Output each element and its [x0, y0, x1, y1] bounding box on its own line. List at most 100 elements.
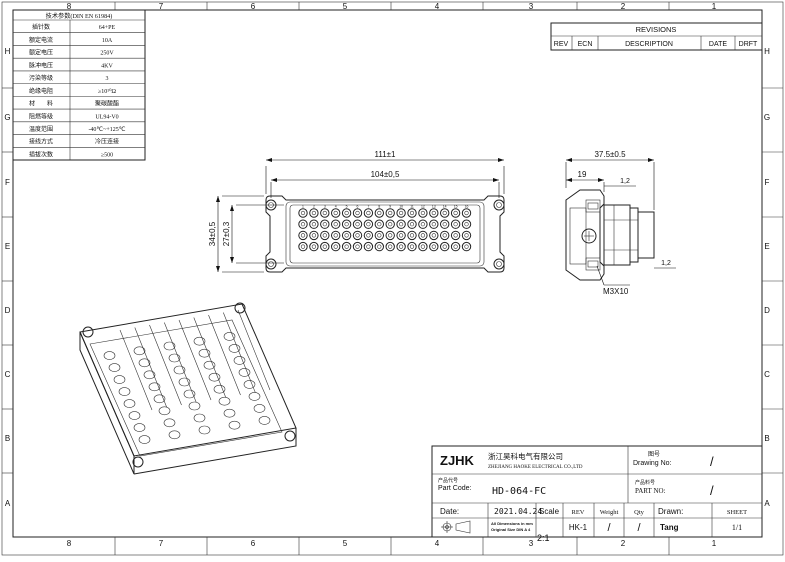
pin-contact: [407, 230, 417, 241]
pin-contact: [374, 241, 384, 252]
pin-contact: [450, 230, 461, 241]
spec-label: 绝缘电阻: [29, 87, 53, 95]
iso-pin: [173, 365, 186, 375]
pin-contact-core: [409, 210, 415, 216]
revisions-title: REVISIONS: [636, 25, 677, 34]
pin-contact: [440, 208, 450, 218]
pin-contact-core: [344, 222, 349, 227]
pin-contact: [309, 219, 319, 229]
pin-contact-core: [366, 210, 371, 216]
pin-contact-core: [442, 210, 447, 216]
pin-contact-core: [431, 222, 436, 227]
pin-contact-core: [322, 222, 327, 227]
pin-contact-core: [420, 244, 426, 249]
zone-label: 2: [621, 539, 626, 548]
iso-pin: [223, 408, 236, 418]
contact-body: [603, 204, 631, 266]
spec-value: ≥10¹⁰Ω: [98, 88, 116, 95]
pin-contact: [407, 208, 417, 218]
zone-label: 4: [435, 2, 440, 11]
iso-pin: [198, 425, 211, 435]
column-labels-top: 8 7 6 5 4 3 2 1: [67, 2, 717, 11]
iso-pin: [153, 394, 166, 404]
pin-contact: [429, 241, 439, 252]
pin-number: 8: [378, 205, 380, 209]
iso-pin: [253, 404, 266, 413]
pin-contact-core: [311, 244, 317, 249]
iso-pin: [183, 389, 196, 399]
pin-contact-core: [366, 244, 371, 249]
iso-rib: [149, 324, 182, 406]
iso-pin: [133, 346, 146, 356]
spec-value: -40℃~+125℃: [88, 127, 125, 133]
pin-contact: [450, 219, 461, 229]
iso-pin: [158, 406, 171, 416]
pin-contact-core: [399, 244, 404, 249]
dim-screw-pitch: 104±0,5: [371, 170, 400, 179]
column-labels-bottom: 8 7 6 5 4 3 2 1: [67, 539, 717, 548]
zone-label: 4: [435, 539, 440, 548]
pin-contact: [352, 208, 363, 218]
pin-contact-core: [409, 233, 415, 238]
pin-contact: [331, 219, 341, 229]
pin-contact: [418, 241, 428, 252]
pin-number: 4: [335, 205, 337, 209]
iso-pin: [118, 387, 131, 396]
iso-pin: [148, 382, 161, 392]
iso-rib: [237, 309, 271, 391]
iso-pin: [233, 356, 246, 365]
iso-rib: [178, 319, 212, 401]
pin-contact-core: [344, 233, 349, 238]
screw-icon: [496, 261, 502, 267]
part-code-label: Part Code:: [438, 485, 472, 492]
isometric-view: [79, 302, 297, 475]
screw-icon: [268, 261, 274, 267]
iso-rib: [223, 312, 256, 393]
company-name-cn: 浙江昊科电气有限公司: [488, 451, 563, 461]
pin-contact: [385, 219, 395, 229]
part-code-value: HD-064-FC: [492, 486, 546, 497]
pin-contact: [331, 208, 341, 218]
iso-front-face: [79, 331, 135, 475]
scale-value: 2:1: [537, 533, 550, 543]
zone-label: A: [764, 499, 770, 508]
pin-contact: [352, 241, 363, 252]
company-logo: ZJHK: [440, 453, 475, 468]
pin-number: 7: [367, 205, 369, 209]
pin-number: 9: [389, 205, 391, 209]
pin-contact: [320, 241, 330, 252]
iso-pin: [108, 363, 121, 372]
zone-label: 2: [621, 2, 626, 11]
iso-pin: [208, 372, 221, 382]
pin-contact-core: [420, 222, 426, 227]
iso-rib: [208, 314, 241, 396]
spec-value: 冷压连接: [95, 138, 119, 146]
iso-pin: [228, 420, 241, 430]
revisions-header: ECN: [578, 41, 593, 48]
screw-icon: [234, 302, 246, 314]
pin-contact-core: [464, 233, 469, 238]
spec-label: 污染等级: [29, 74, 53, 82]
iso-pin: [168, 353, 181, 363]
pin-contact-core: [355, 233, 360, 238]
rev-value: HK-1: [569, 523, 588, 532]
dim-height: 34±0,5: [208, 221, 217, 246]
zone-label: 6: [251, 2, 256, 11]
spec-table-title: 技术参数(DIN EN 61984): [46, 12, 113, 20]
pin-contact-core: [453, 210, 458, 216]
iso-pin: [113, 375, 126, 384]
iso-pin: [243, 380, 256, 389]
pin-contact-core: [388, 233, 393, 238]
revisions-header: REV: [554, 41, 569, 48]
pin-contact-core: [322, 233, 327, 238]
pin-contact-core: [366, 233, 371, 238]
pin-contact: [298, 208, 308, 218]
pin-contact-core: [300, 233, 306, 238]
pin-contact: [396, 230, 406, 241]
pin-contact-core: [377, 233, 382, 238]
iso-pin: [193, 413, 206, 423]
pin-contact-core: [409, 244, 415, 249]
